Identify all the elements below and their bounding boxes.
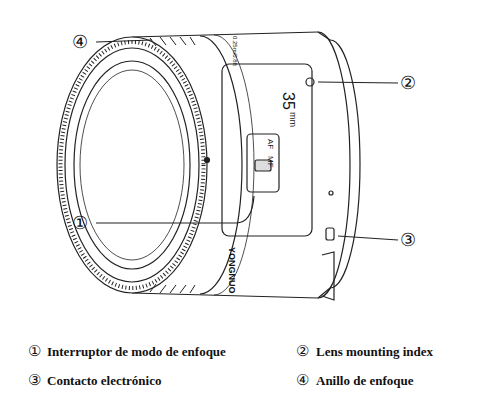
focus-ring-front <box>57 37 207 293</box>
mount-flange-edge <box>330 40 360 288</box>
electronic-contact <box>326 228 334 240</box>
front-ring <box>65 48 199 282</box>
switch-label: MF <box>266 156 274 168</box>
leader-line <box>96 40 152 42</box>
mount-lug <box>322 252 334 300</box>
callout-number: ① <box>28 344 41 359</box>
mount-index-dot <box>306 78 314 86</box>
knurl-ridges <box>150 37 195 293</box>
mount-pin <box>329 191 333 195</box>
lens-rim <box>74 61 190 269</box>
callout-number: ② <box>400 74 416 92</box>
leader-line <box>96 196 254 223</box>
focal-length-unit: mm <box>288 112 297 127</box>
leader-line <box>318 82 398 83</box>
switch-label: AF <box>266 139 274 149</box>
side-panel <box>222 64 312 236</box>
callout-number: ④ <box>296 373 309 388</box>
callout-number: ③ <box>400 231 416 249</box>
barrel-edge <box>214 35 254 295</box>
lens-glass <box>80 70 184 260</box>
switch-housing <box>247 134 279 192</box>
brand-text: YONGNUO <box>227 247 236 294</box>
callout-number: ② <box>296 344 309 359</box>
callout-number: ④ <box>72 33 88 51</box>
part-name: Interruptor de modo de enfoque <box>47 345 226 358</box>
callout-number: ① <box>72 214 88 232</box>
distance-index <box>205 158 210 163</box>
part-name: Lens mounting index <box>316 345 433 358</box>
focal-length: 35 <box>280 92 296 110</box>
part-name: Contacto electrónico <box>47 374 161 387</box>
mount-flange-side <box>318 32 330 298</box>
callout-number: ③ <box>28 373 41 388</box>
leader-line <box>338 236 398 240</box>
part-name: Anillo de enfoque <box>316 374 414 387</box>
focus-ring-knurl <box>61 42 204 288</box>
distance-scale: 0.25m/0.8ft <box>232 36 238 66</box>
